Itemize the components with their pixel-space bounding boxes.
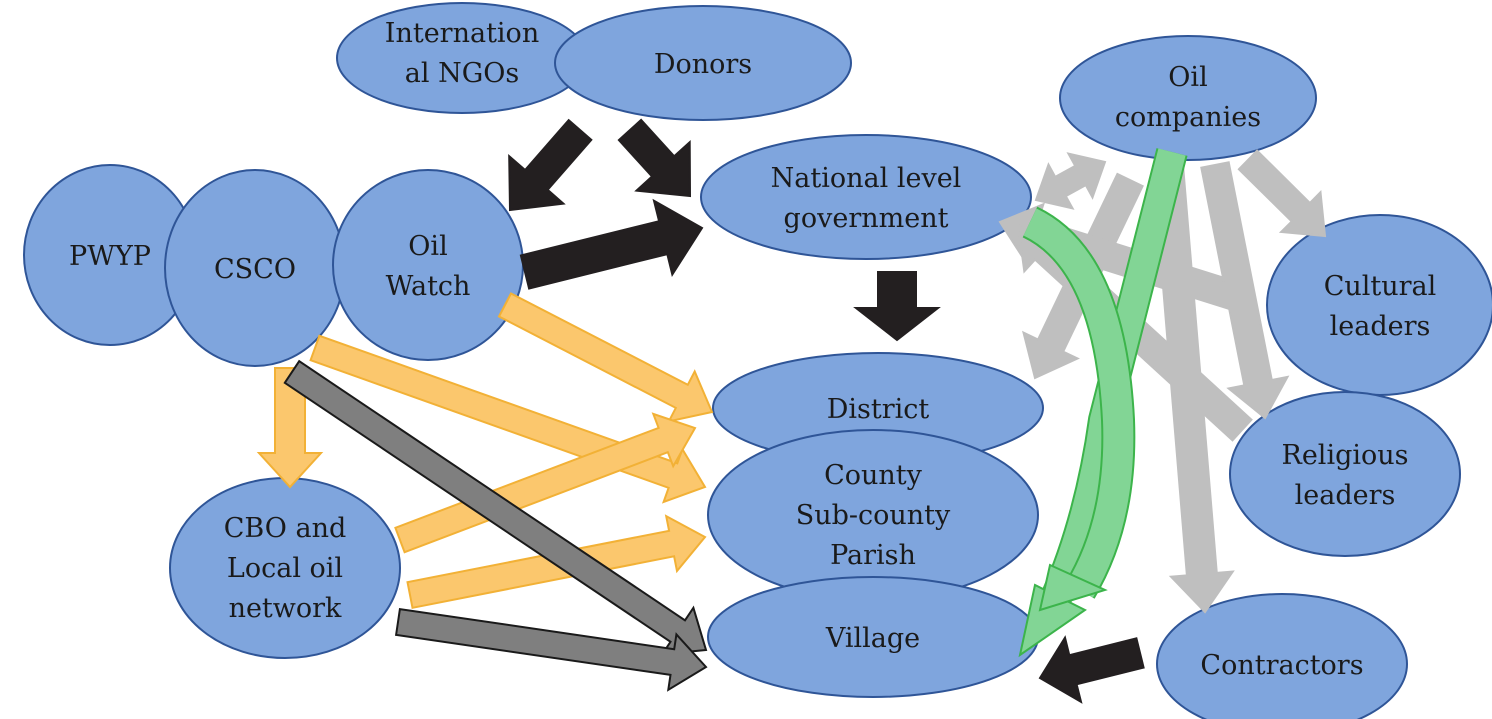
node-contractors xyxy=(1156,593,1408,719)
node-label-cultural-leaders: Cultural xyxy=(1324,271,1437,302)
black-arrow-government-to-district xyxy=(853,271,941,342)
black-arrow-donors-to-government xyxy=(617,118,692,198)
node-oil-companies xyxy=(1059,35,1317,161)
node-label-oil-watch: Watch xyxy=(386,271,471,302)
node-oil-watch xyxy=(332,169,524,361)
node-label-cbo: CBO and xyxy=(224,513,347,544)
node-donors xyxy=(554,5,852,121)
node-religious-leaders xyxy=(1229,391,1461,557)
node-label-national-gov: National level xyxy=(771,163,962,194)
node-cultural-leaders xyxy=(1266,214,1492,396)
gray-arrow-oil-companies-to-religious xyxy=(1200,161,1290,420)
dark-arrow-cbo-to-village xyxy=(394,607,708,692)
node-label-village: Village xyxy=(825,623,920,654)
node-label-intl-ngos: Internation xyxy=(385,18,539,49)
gray-arrow-oil-companies-to-contractors xyxy=(1152,162,1235,614)
node-label-oil-watch: Oil xyxy=(408,231,447,262)
node-label-cbo: network xyxy=(229,593,342,624)
node-label-pwyp: PWYP xyxy=(69,241,151,272)
node-label-county: Sub-county xyxy=(796,500,951,531)
node-national-gov xyxy=(700,134,1032,260)
node-label-county: Parish xyxy=(830,540,916,571)
node-label-contractors: Contractors xyxy=(1200,650,1363,681)
node-label-oil-companies: companies xyxy=(1115,102,1261,133)
node-label-district: District xyxy=(827,394,930,425)
node-label-oil-companies: Oil xyxy=(1168,62,1207,93)
node-label-religious-leaders: leaders xyxy=(1295,480,1396,511)
black-arrow-intl-ngos-to-civil-society xyxy=(508,118,593,212)
dark-arrow-csco-to-village xyxy=(283,359,708,656)
node-label-intl-ngos: al NGOs xyxy=(405,58,520,89)
node-label-cultural-leaders: leaders xyxy=(1330,311,1431,342)
black-arrow-oil-watch-to-government xyxy=(519,198,704,290)
node-label-cbo: Local oil xyxy=(227,553,343,584)
gray-arrow-oil-companies-government xyxy=(1034,152,1107,210)
green-arrowhead xyxy=(1038,563,1108,612)
orange-arrow-oil-watch-to-district xyxy=(497,292,714,423)
node-label-national-gov: government xyxy=(784,203,949,234)
node-label-county: County xyxy=(824,460,923,491)
node-label-religious-leaders: Religious xyxy=(1282,440,1409,471)
gray-arrow-oil-companies-to-cultural xyxy=(1237,149,1327,238)
black-arrow-contractors-to-village xyxy=(1038,635,1145,704)
orange-arrow-cbo-to-district xyxy=(394,412,697,554)
node-label-donors: Donors xyxy=(654,49,752,80)
node-label-csco: CSCO xyxy=(214,254,296,285)
